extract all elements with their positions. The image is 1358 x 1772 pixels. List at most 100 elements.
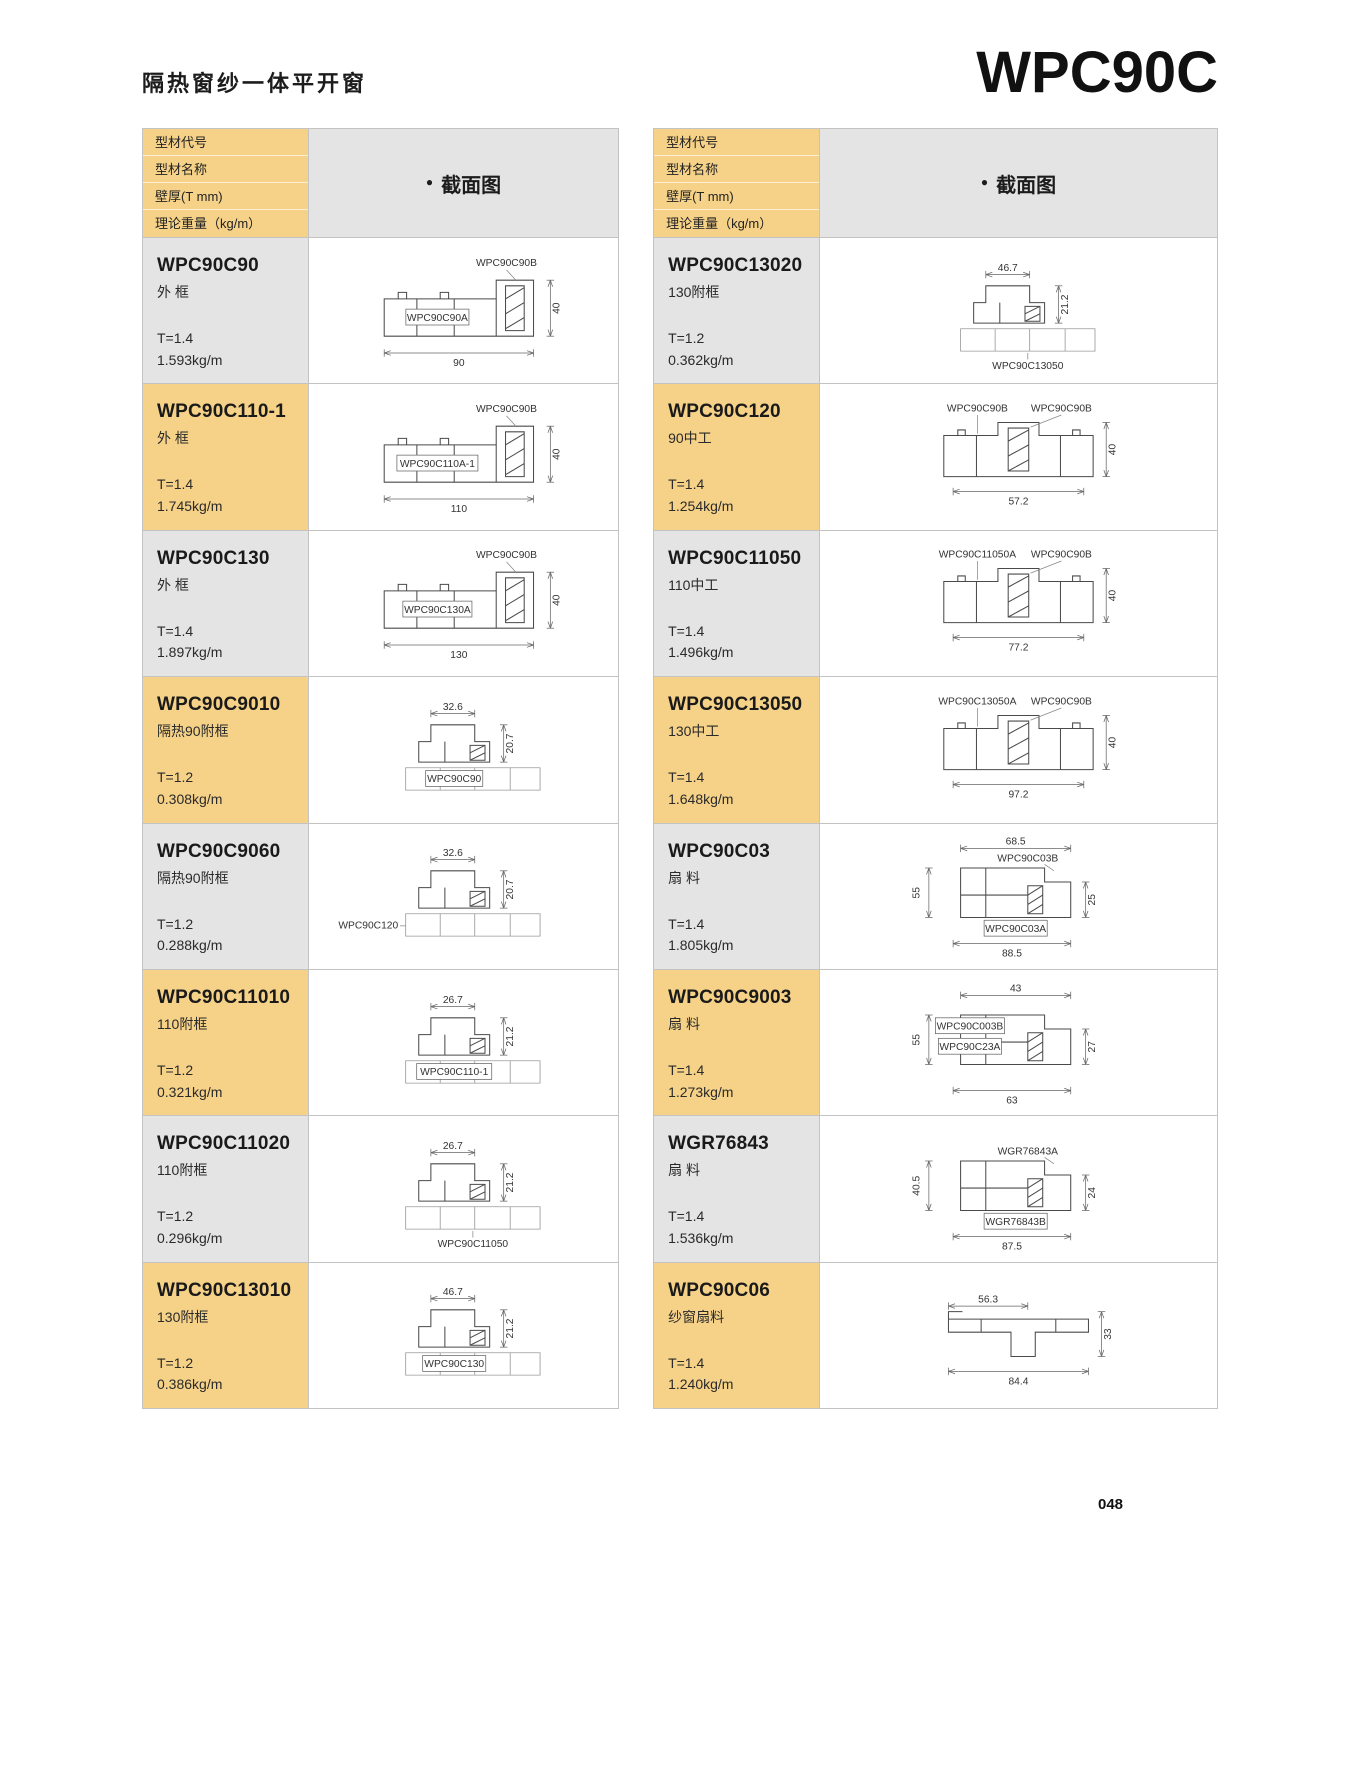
profile-name: 隔热90附框 bbox=[157, 723, 229, 740]
profile-row: WPC90C13050 130中工 T=1.4 1.648kg/m WPC90C… bbox=[654, 676, 1217, 823]
profile-thickness: T=1.4 bbox=[157, 476, 194, 493]
profile-info-cell: WPC90C11020 110附框 T=1.2 0.296kg/m bbox=[143, 1116, 309, 1262]
profile-weight: 1.897kg/m bbox=[157, 644, 223, 661]
section-label: 截面图 bbox=[441, 174, 502, 197]
profile-meta: T=1.4 1.496kg/m bbox=[668, 621, 811, 664]
profile-weight: 0.296kg/m bbox=[157, 1229, 223, 1246]
svg-text:77.2: 77.2 bbox=[1009, 643, 1029, 654]
profile-code: WPC90C130 bbox=[157, 547, 270, 569]
profile-weight: 1.496kg/m bbox=[668, 644, 734, 661]
svg-text:27: 27 bbox=[1087, 1040, 1098, 1052]
svg-text:WPC90C90B: WPC90C90B bbox=[1031, 550, 1092, 561]
profile-weight: 1.805kg/m bbox=[668, 937, 734, 954]
profile-thickness: T=1.4 bbox=[668, 622, 705, 639]
profile-thickness: T=1.4 bbox=[668, 769, 705, 786]
field-label-thickness: 壁厚(T mm) bbox=[654, 183, 820, 210]
profile-info-cell: WPC90C11010 110附框 T=1.2 0.321kg/m bbox=[143, 969, 309, 1116]
profile-code: WPC90C120 bbox=[668, 401, 781, 423]
profile-table-left: 型材代号 型材名称 壁厚(T mm) 理论重量（kg/m） ● 截面图 WPC9… bbox=[142, 128, 620, 1409]
svg-text:90: 90 bbox=[453, 358, 465, 369]
svg-text:110: 110 bbox=[451, 504, 468, 515]
profile-meta: T=1.4 1.897kg/m bbox=[157, 621, 300, 664]
profile-meta: T=1.2 0.362kg/m bbox=[668, 328, 811, 371]
profile-weight: 0.362kg/m bbox=[668, 351, 734, 368]
svg-text:21.2: 21.2 bbox=[1060, 294, 1071, 314]
profile-weight: 1.745kg/m bbox=[157, 498, 223, 515]
profile-meta: T=1.4 1.745kg/m bbox=[157, 474, 300, 517]
profile-name: 纱窗扇料 bbox=[668, 1308, 725, 1325]
profile-meta: T=1.4 1.273kg/m bbox=[668, 1060, 811, 1103]
profile-name: 130中工 bbox=[668, 723, 720, 740]
svg-text:WPC90C13050A: WPC90C13050A bbox=[938, 696, 1016, 707]
profile-weight: 0.386kg/m bbox=[157, 1376, 223, 1393]
profile-code: WPC90C11050 bbox=[668, 547, 802, 569]
svg-text:WPC90C90: WPC90C90 bbox=[427, 774, 481, 785]
svg-text:21.2: 21.2 bbox=[505, 1172, 516, 1192]
svg-text:WPC90C120: WPC90C120 bbox=[338, 921, 398, 932]
svg-text:WPC90C90B: WPC90C90B bbox=[1031, 696, 1092, 707]
svg-text:57.2: 57.2 bbox=[1009, 497, 1029, 508]
profile-row: WPC90C120 90中工 T=1.4 1.254kg/m WPC90C90B… bbox=[654, 383, 1217, 530]
page-number: 048 bbox=[1098, 1496, 1124, 1513]
profile-meta: T=1.4 1.593kg/m bbox=[157, 328, 300, 371]
profile-meta: T=1.4 1.536kg/m bbox=[668, 1206, 811, 1249]
profile-meta: T=1.4 1.648kg/m bbox=[668, 767, 811, 810]
profile-weight: 1.593kg/m bbox=[157, 351, 223, 368]
profile-name: 隔热90附框 bbox=[157, 869, 229, 886]
model-code: WPC90C bbox=[976, 40, 1218, 105]
svg-text:24: 24 bbox=[1087, 1187, 1098, 1199]
profile-thickness: T=1.4 bbox=[668, 1354, 705, 1371]
profile-thickness: T=1.2 bbox=[157, 915, 194, 932]
header-field-labels: 型材代号 型材名称 壁厚(T mm) 理论重量（kg/m） bbox=[654, 129, 821, 237]
profile-info-cell: WGR76843 扇 料 T=1.4 1.536kg/m bbox=[654, 1116, 821, 1262]
svg-text:55: 55 bbox=[912, 1033, 923, 1045]
svg-text:WPC90C90B: WPC90C90B bbox=[476, 551, 537, 562]
svg-text:88.5: 88.5 bbox=[1002, 949, 1022, 960]
profile-code: WPC90C90 bbox=[157, 255, 259, 276]
profile-info-cell: WPC90C11050 110中工 T=1.4 1.496kg/m bbox=[654, 530, 821, 677]
profile-weight: 1.254kg/m bbox=[668, 498, 734, 515]
profile-code: WPC90C13020 bbox=[668, 255, 803, 276]
profile-weight: 1.273kg/m bbox=[668, 1083, 734, 1100]
profile-thickness: T=1.2 bbox=[157, 1208, 194, 1225]
profile-meta: T=1.4 1.805kg/m bbox=[668, 914, 811, 957]
svg-text:40: 40 bbox=[552, 595, 563, 607]
profile-meta: T=1.2 0.308kg/m bbox=[157, 767, 300, 810]
profile-name: 扇 料 bbox=[668, 1162, 700, 1179]
profile-code: WGR76843 bbox=[668, 1133, 769, 1155]
svg-text:33: 33 bbox=[1103, 1328, 1114, 1340]
field-label-code: 型材代号 bbox=[143, 129, 308, 156]
profile-name: 110附框 bbox=[157, 1015, 208, 1032]
svg-text:WGR76843B: WGR76843B bbox=[986, 1217, 1047, 1228]
svg-text:40: 40 bbox=[1108, 590, 1119, 602]
profile-name: 130附框 bbox=[668, 284, 720, 300]
field-label-weight: 理论重量（kg/m） bbox=[143, 210, 308, 237]
profile-info-cell: WPC90C110-1 外 框 T=1.4 1.745kg/m bbox=[143, 384, 309, 530]
page-title: 隔热窗纱一体平开窗 bbox=[142, 71, 368, 96]
field-label-name: 型材名称 bbox=[654, 156, 820, 183]
svg-text:WPC90C11050: WPC90C11050 bbox=[438, 1239, 509, 1250]
svg-text:WPC90C03B: WPC90C03B bbox=[997, 854, 1058, 865]
profile-thickness: T=1.2 bbox=[157, 1061, 194, 1078]
svg-text:WPC90C11050A: WPC90C11050A bbox=[939, 550, 1016, 561]
svg-text:40: 40 bbox=[552, 448, 563, 460]
profile-meta: T=1.2 0.296kg/m bbox=[157, 1206, 300, 1249]
profile-info-cell: WPC90C13050 130中工 T=1.4 1.648kg/m bbox=[654, 677, 821, 823]
profile-meta: T=1.2 0.386kg/m bbox=[157, 1353, 300, 1396]
page-header: 隔热窗纱一体平开窗 WPC90C bbox=[142, 44, 1218, 102]
profile-weight: 0.308kg/m bbox=[157, 790, 223, 807]
profile-code: WPC90C11020 bbox=[157, 1133, 291, 1155]
svg-text:25: 25 bbox=[1087, 894, 1098, 906]
profile-name: 扇 料 bbox=[668, 1015, 700, 1032]
profile-weight: 1.536kg/m bbox=[668, 1229, 734, 1246]
svg-text:WPC90C90A: WPC90C90A bbox=[407, 312, 468, 323]
section-diagram-header: ● 截面图 bbox=[820, 129, 1217, 237]
profile-thickness: T=1.4 bbox=[668, 476, 705, 493]
svg-text:WPC90C90B: WPC90C90B bbox=[476, 258, 537, 269]
